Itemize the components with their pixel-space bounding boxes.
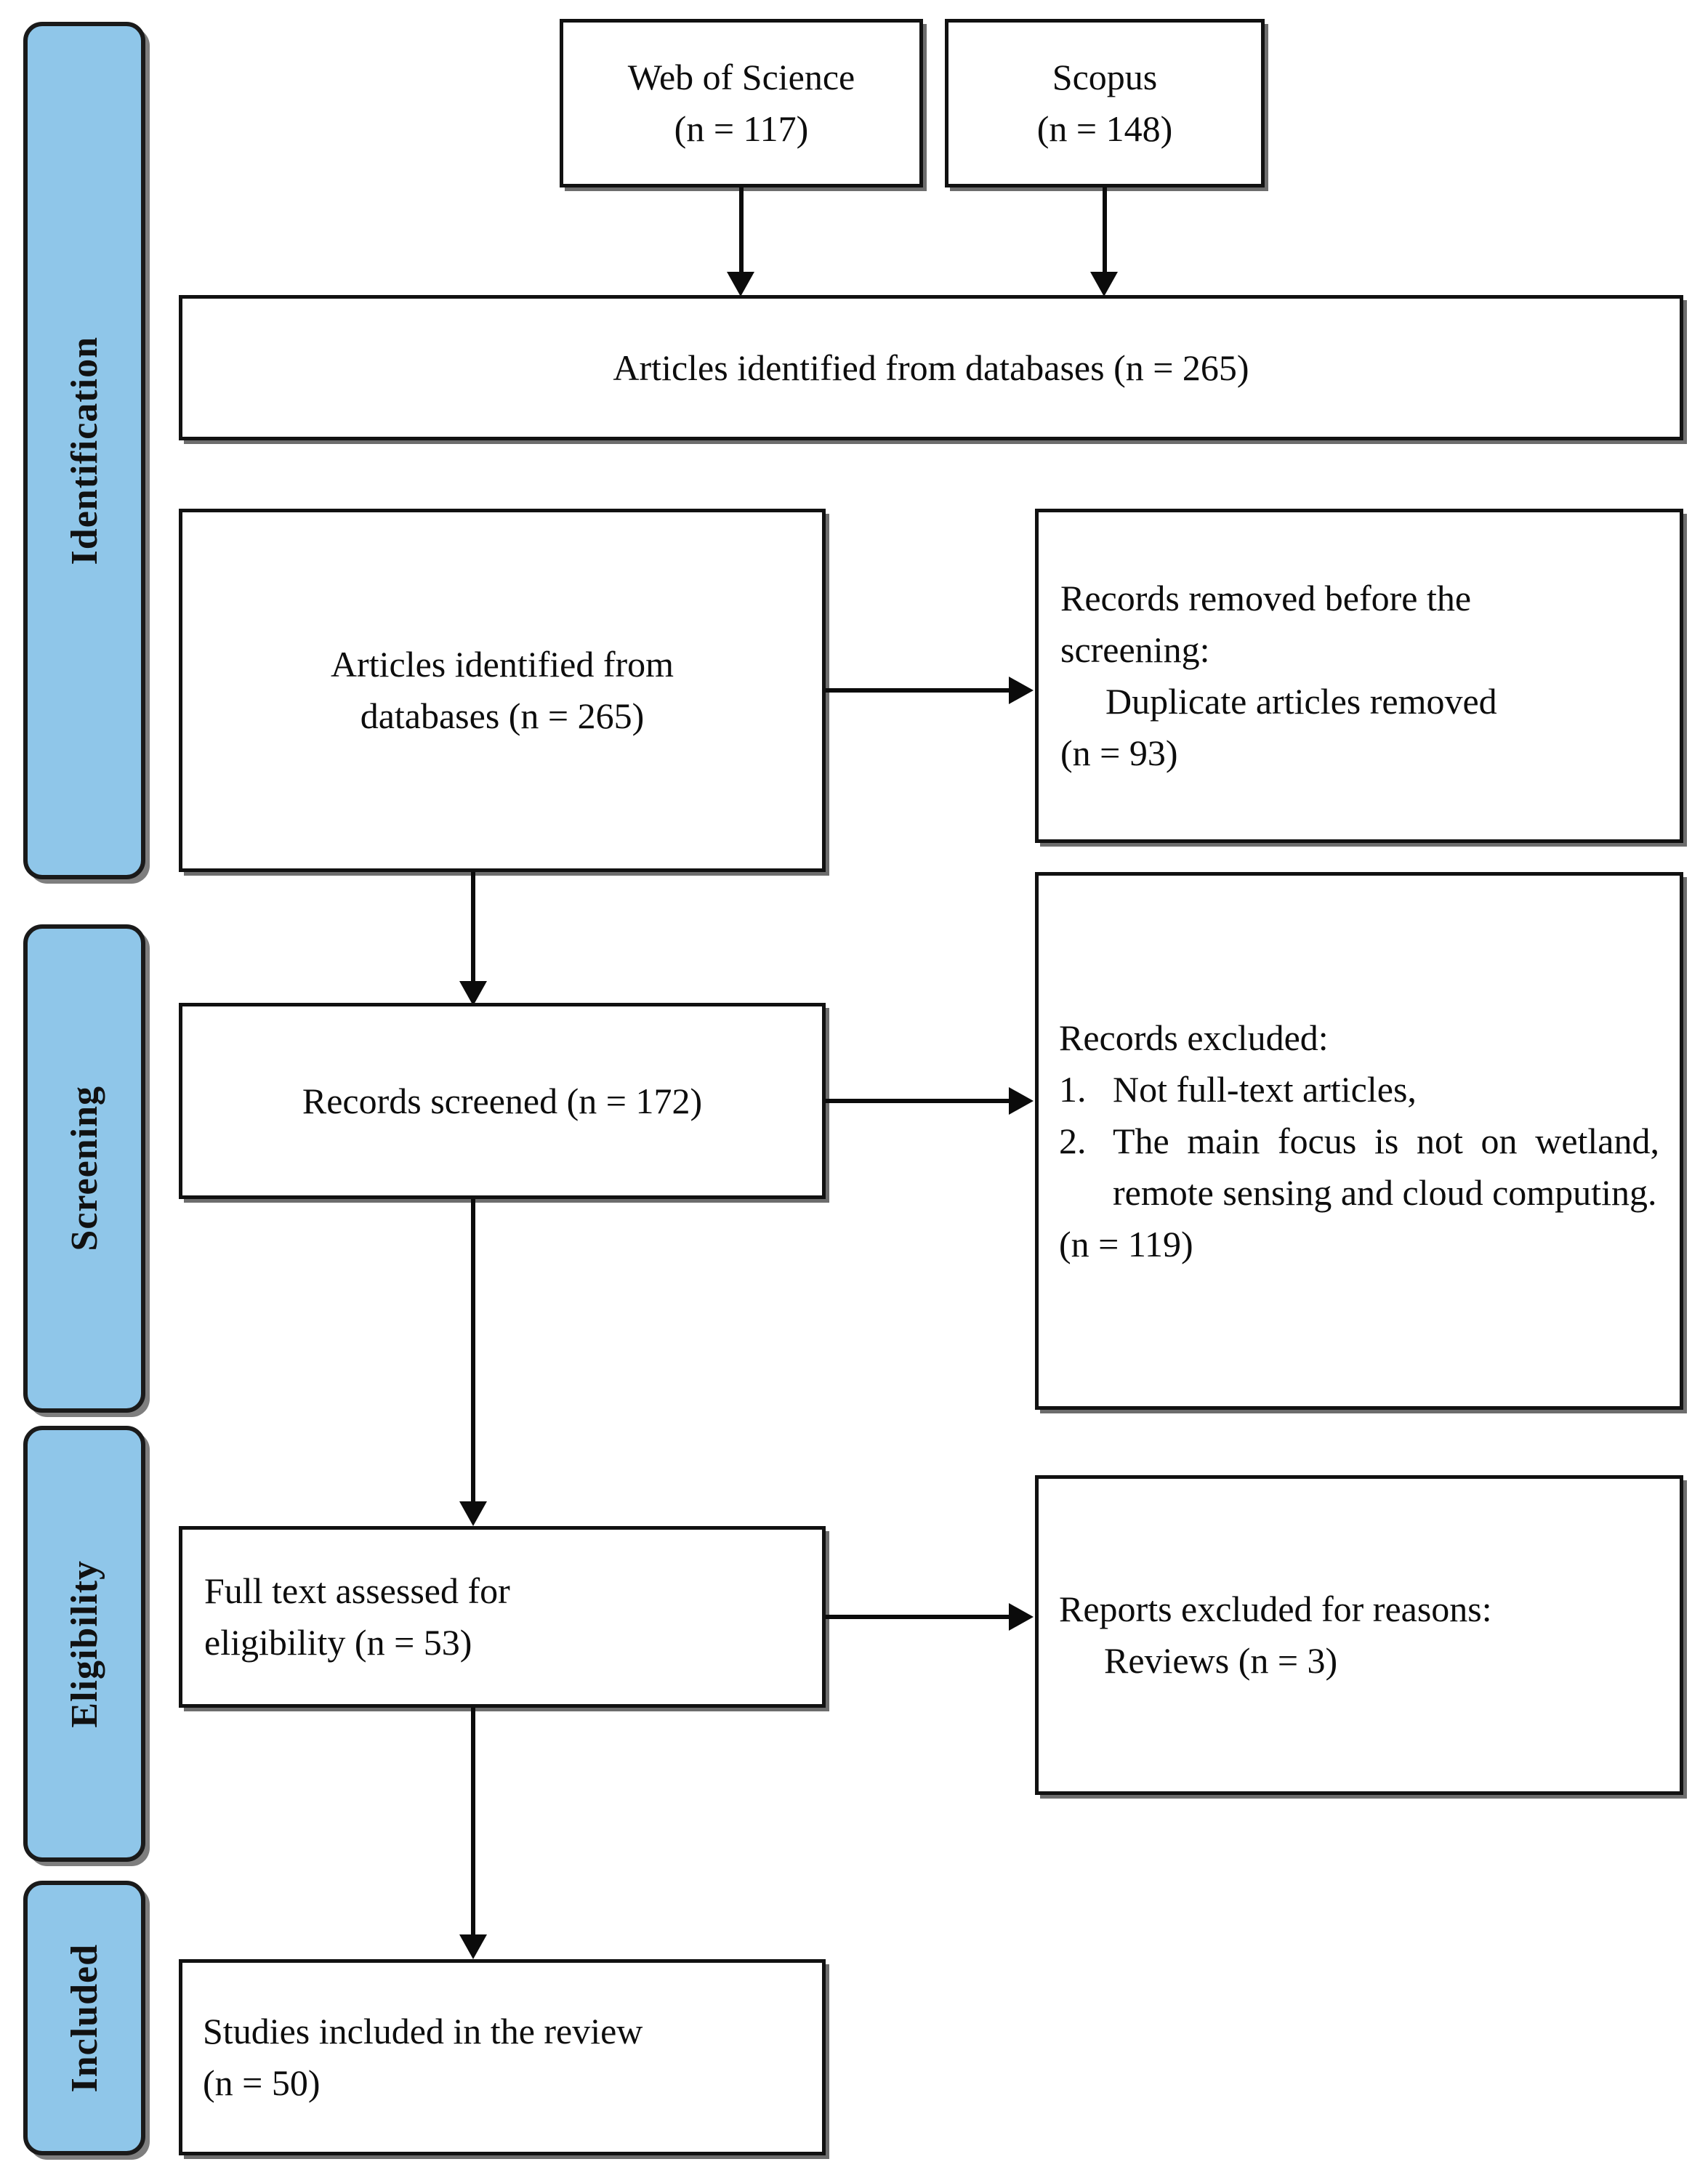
phase-tab-screening-label: Screening xyxy=(63,1086,105,1251)
box-web-of-science: Web of Science (n = 117) xyxy=(560,19,923,187)
connector-screened-to-fulltext-arrow xyxy=(459,1501,487,1526)
box-web-of-science-text: Web of Science (n = 117) xyxy=(563,52,919,155)
connector-identified-to-screened-arrow xyxy=(459,981,487,1006)
phase-tab-included[interactable]: Included xyxy=(23,1881,145,2155)
box-studies-included-text: Studies included in the review (n = 50) xyxy=(182,2006,822,2109)
box-articles-identified-detail-text: Articles identified from databases (n = … xyxy=(182,639,822,742)
box-scopus-line1: Scopus xyxy=(1052,57,1158,97)
studies-included-line2: (n = 50) xyxy=(203,2062,321,2103)
records-excluded-item-1-number: 1. xyxy=(1059,1068,1087,1110)
records-removed-line4: (n = 93) xyxy=(1060,733,1178,773)
records-excluded-item-2-number: 2. xyxy=(1059,1120,1087,1161)
connector-fulltext-to-reports-arrow xyxy=(1009,1603,1034,1631)
connector-screened-to-excluded-arrow xyxy=(1009,1087,1034,1115)
box-scopus-line2: (n = 148) xyxy=(1036,108,1173,149)
box-reports-excluded-text: Reports excluded for reasons: Reviews (n… xyxy=(1039,1583,1680,1687)
connector-fulltext-to-reports-line xyxy=(826,1615,1010,1619)
box-articles-identified-banner: Articles identified from databases (n = … xyxy=(179,295,1683,440)
records-excluded-item-2-text: The main focus is not on wetland, remote… xyxy=(1113,1120,1659,1213)
connector-scopus-to-banner-line xyxy=(1103,187,1107,276)
box-records-excluded: Records excluded: 1. Not full-text artic… xyxy=(1035,872,1683,1410)
connector-identified-to-screened-line xyxy=(471,872,475,987)
box-reports-excluded: Reports excluded for reasons: Reviews (n… xyxy=(1035,1475,1683,1795)
box-records-removed-before-screening-text: Records removed before the screening: Du… xyxy=(1039,573,1680,779)
records-excluded-item-1-text: Not full-text articles, xyxy=(1113,1068,1417,1110)
records-excluded-list: 1. Not full-text articles, 2. The main f… xyxy=(1059,1064,1659,1219)
box-articles-identified-detail-line1: Articles identified from xyxy=(330,644,674,685)
box-records-excluded-text: Records excluded: 1. Not full-text artic… xyxy=(1039,1012,1680,1270)
connector-wos-to-banner-line xyxy=(739,187,744,276)
box-web-of-science-line1: Web of Science xyxy=(627,57,855,97)
box-full-text-assessed: Full text assessed for eligibility (n = … xyxy=(179,1526,826,1708)
records-removed-line1: Records removed before the xyxy=(1060,578,1472,618)
records-excluded-count: (n = 119) xyxy=(1059,1223,1193,1264)
connector-fulltext-to-included-arrow xyxy=(459,1934,487,1959)
connector-wos-to-banner-arrow xyxy=(727,272,754,296)
reports-excluded-line2: Reviews (n = 3) xyxy=(1104,1640,1338,1681)
reports-excluded-line1: Reports excluded for reasons: xyxy=(1059,1589,1492,1629)
records-excluded-list-item: 2. The main focus is not on wetland, rem… xyxy=(1059,1115,1659,1219)
phase-tab-eligibility[interactable]: Eligibility xyxy=(23,1426,145,1862)
box-articles-identified-detail: Articles identified from databases (n = … xyxy=(179,509,826,872)
full-text-assessed-line1: Full text assessed for xyxy=(204,1570,510,1611)
records-excluded-heading: Records excluded: xyxy=(1059,1017,1329,1058)
connector-identified-to-removed-arrow xyxy=(1009,677,1034,704)
box-articles-identified-detail-line2: databases (n = 265) xyxy=(360,695,645,736)
box-web-of-science-line2: (n = 117) xyxy=(674,108,809,149)
box-full-text-assessed-text: Full text assessed for eligibility (n = … xyxy=(182,1565,822,1668)
box-records-removed-before-screening: Records removed before the screening: Du… xyxy=(1035,509,1683,843)
box-records-screened: Records screened (n = 172) xyxy=(179,1003,826,1199)
connector-identified-to-removed-line xyxy=(826,688,1010,693)
phase-tab-screening[interactable]: Screening xyxy=(23,924,145,1413)
phase-tab-included-label: Included xyxy=(63,1943,105,2093)
records-removed-line2: screening: xyxy=(1060,629,1210,670)
box-studies-included: Studies included in the review (n = 50) xyxy=(179,1959,826,2155)
records-excluded-list-item: 1. Not full-text articles, xyxy=(1059,1064,1659,1115)
studies-included-line1: Studies included in the review xyxy=(203,2011,643,2051)
full-text-assessed-line2: eligibility (n = 53) xyxy=(204,1622,472,1663)
box-scopus: Scopus (n = 148) xyxy=(945,19,1265,187)
connector-scopus-to-banner-arrow xyxy=(1090,272,1118,296)
phase-tab-identification[interactable]: Identification xyxy=(23,22,145,879)
box-articles-identified-banner-text: Articles identified from databases (n = … xyxy=(613,347,1249,388)
records-removed-line3: Duplicate articles removed xyxy=(1105,681,1497,722)
connector-screened-to-fulltext-line xyxy=(471,1199,475,1507)
box-scopus-text: Scopus (n = 148) xyxy=(948,52,1261,155)
connector-fulltext-to-included-line xyxy=(471,1708,475,1940)
connector-screened-to-excluded-line xyxy=(826,1099,1010,1103)
box-records-screened-text: Records screened (n = 172) xyxy=(302,1080,703,1121)
phase-tab-eligibility-label: Eligibility xyxy=(63,1559,105,1728)
phase-tab-identification-label: Identification xyxy=(63,336,105,565)
